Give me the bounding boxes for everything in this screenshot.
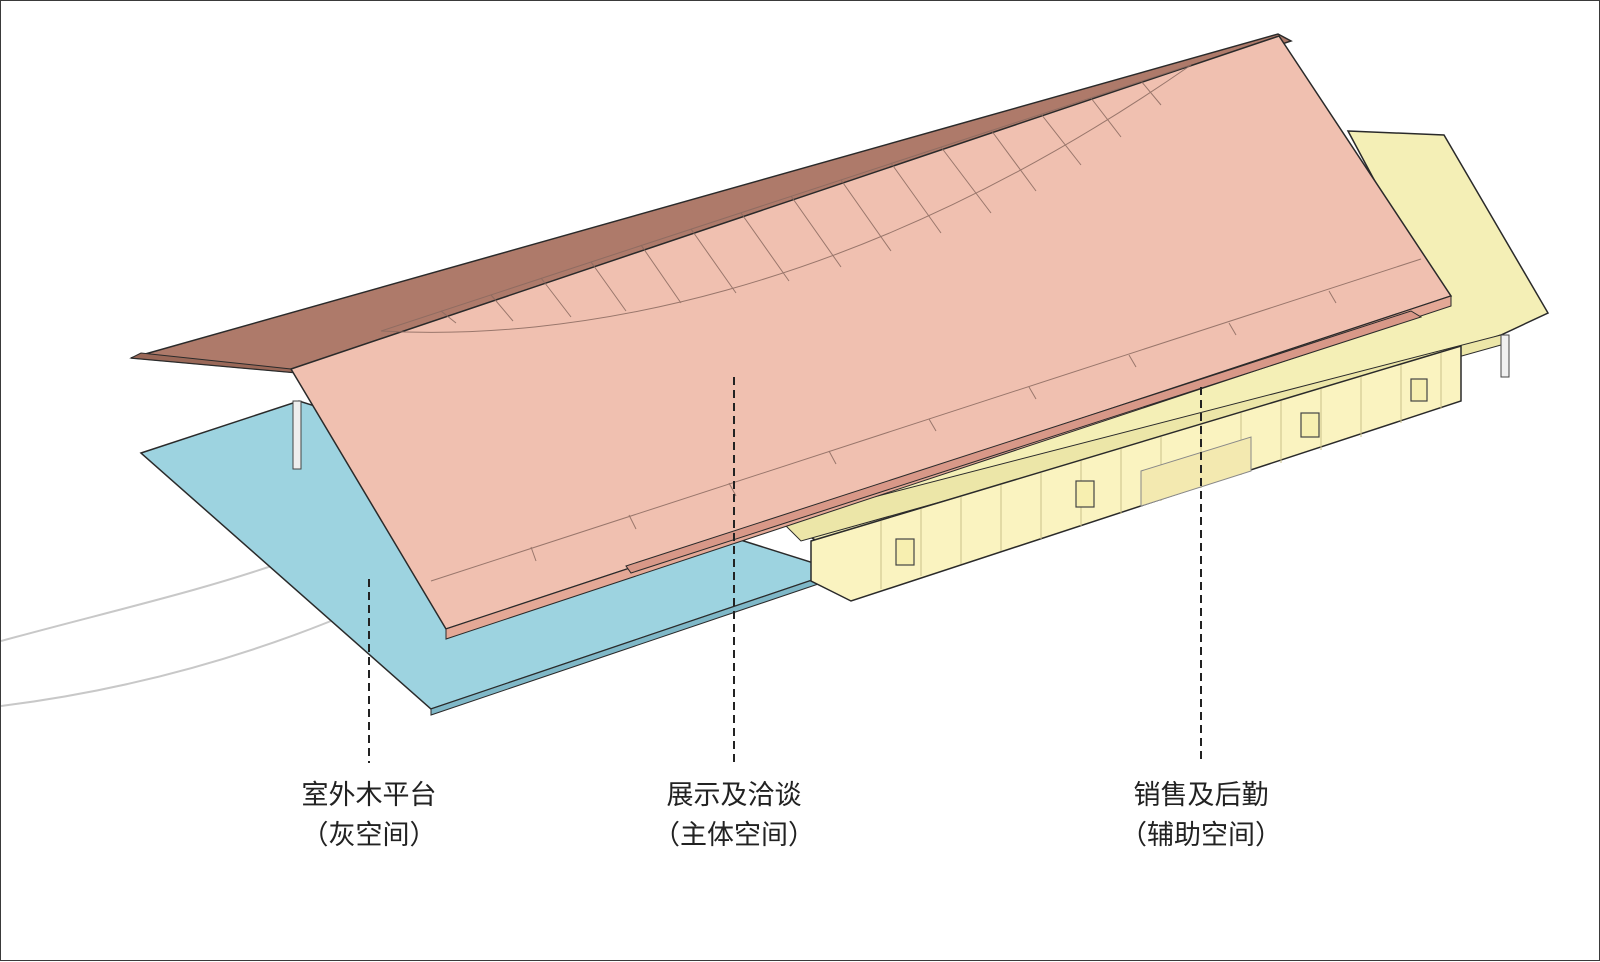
label-main-space-title: 展示及洽谈 xyxy=(666,780,802,811)
label-outdoor-deck-title: 室外木平台 xyxy=(301,780,437,811)
label-auxiliary-space-subtitle: （辅助空间） xyxy=(1120,820,1282,851)
label-auxiliary-space-title: 销售及后勤 xyxy=(1133,780,1269,811)
label-main-space: 展示及洽谈 （主体空间） xyxy=(604,776,864,856)
label-outdoor-deck: 室外木平台 （灰空间） xyxy=(239,776,499,856)
roof-back-slope xyxy=(129,33,1293,374)
annex-building xyxy=(779,130,1550,602)
leader-lines xyxy=(368,377,1202,763)
label-main-space-subtitle: （主体空间） xyxy=(653,820,815,851)
label-outdoor-deck-subtitle: （灰空间） xyxy=(301,820,437,851)
pathway-lines xyxy=(1,560,332,707)
roof-front-slope xyxy=(289,35,1453,640)
label-auxiliary-space: 销售及后勤 （辅助空间） xyxy=(1071,776,1331,856)
